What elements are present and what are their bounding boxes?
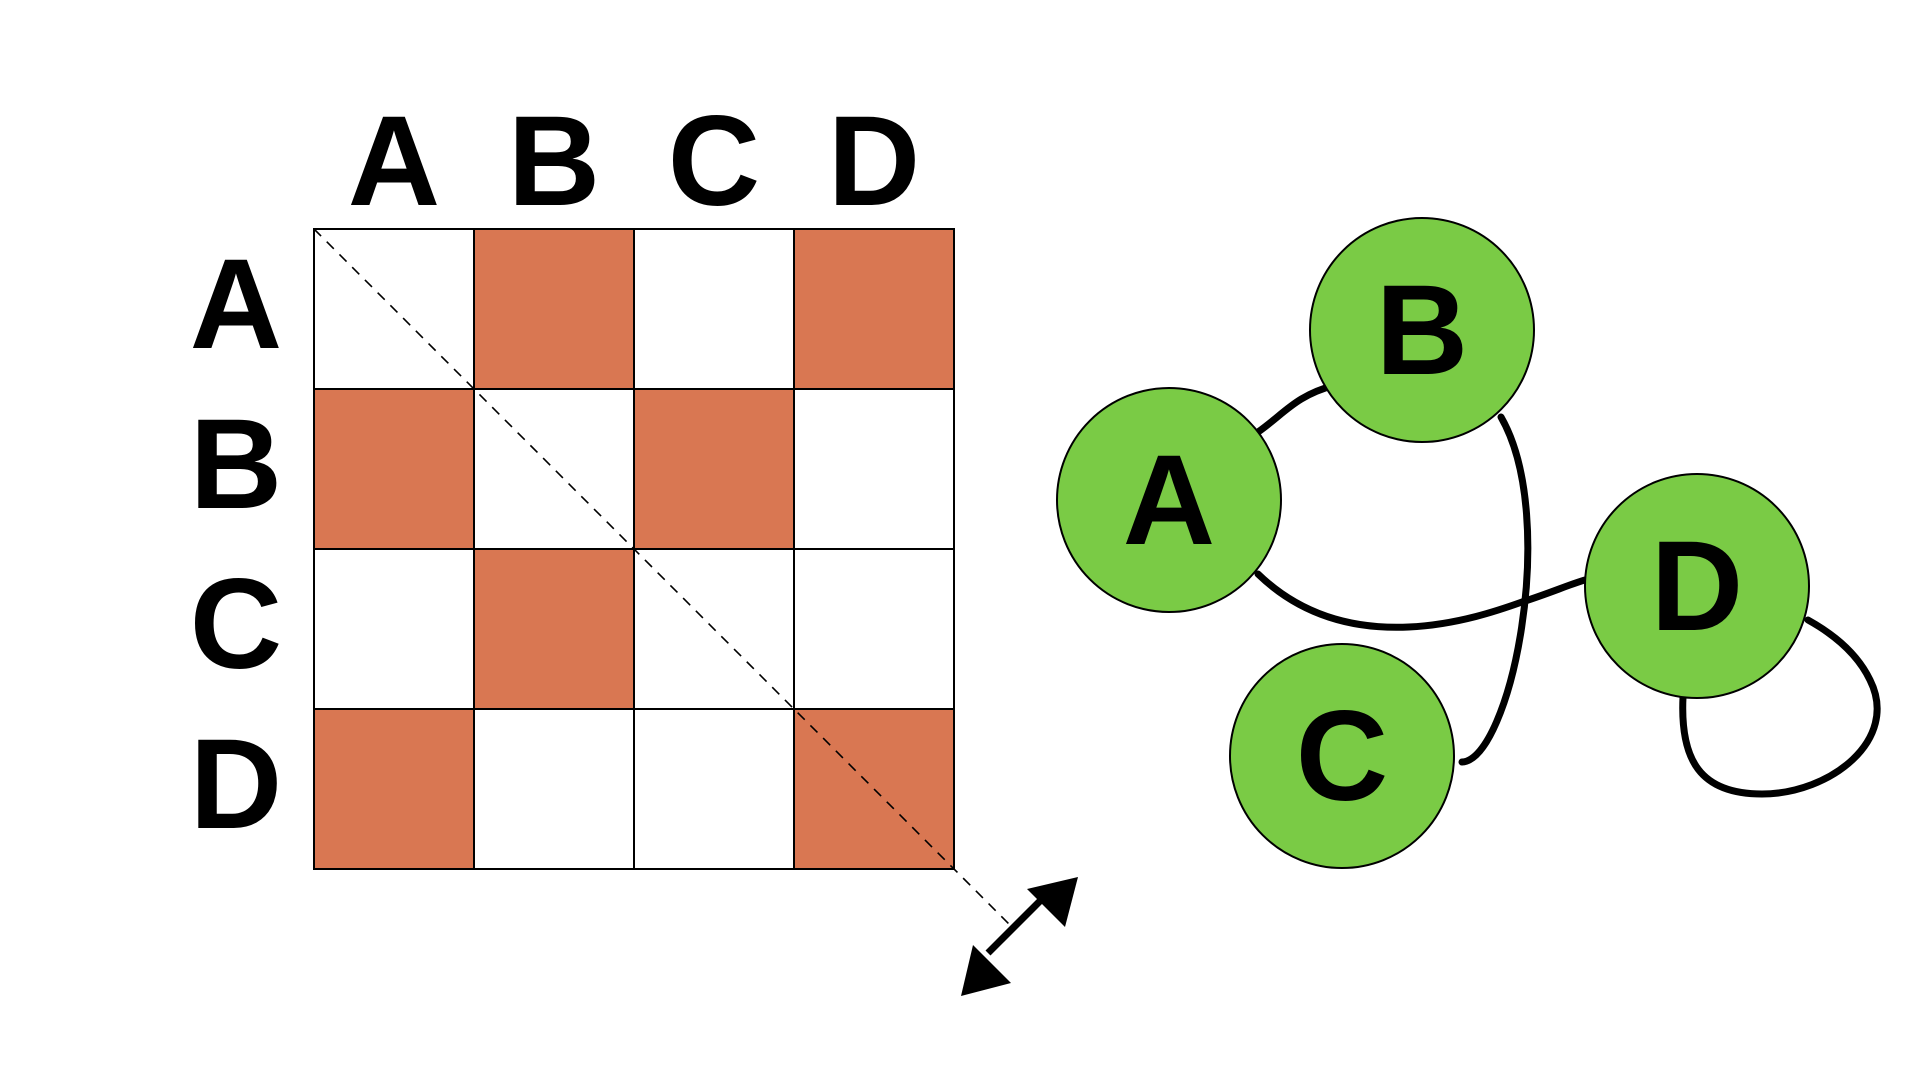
graph-edges: [1254, 381, 1881, 798]
node-label: D: [1651, 515, 1743, 658]
matrix-cell-b-d-empty: [793, 388, 955, 550]
diagonal-dashed-line: [313, 228, 1011, 926]
matrix-cell-a-b-filled: [473, 228, 635, 390]
matrix-cell-b-a-filled: [313, 388, 475, 550]
column-headers: A B C D: [348, 90, 920, 233]
column-label-d: D: [828, 90, 920, 233]
node-circle: [1584, 473, 1810, 699]
node-circle: [1229, 643, 1455, 869]
row-label-d: D: [190, 713, 282, 856]
edge-d-d-self-loop: [1679, 616, 1881, 798]
node-circle: [1309, 217, 1535, 443]
symmetry-double-arrow-icon: [961, 877, 1078, 996]
matrix-cell-a-c-empty: [633, 228, 795, 390]
node-label: C: [1296, 685, 1388, 828]
column-label-c: C: [668, 90, 760, 233]
row-label-b: B: [190, 393, 282, 536]
node-label: A: [1123, 429, 1215, 572]
matrix-cell-a-d-filled: [793, 228, 955, 390]
matrix-cell-c-b-filled: [473, 548, 635, 710]
row-headers: A B C D: [190, 233, 282, 856]
graph-node-c: C: [1229, 643, 1455, 869]
matrix-cell-d-c-empty: [633, 708, 795, 870]
edge-b-c: [1458, 413, 1532, 766]
graph-node-d: D: [1584, 473, 1810, 699]
column-label-a: A: [348, 90, 440, 233]
graph-node-a: A: [1056, 387, 1282, 613]
edge-a-b: [1254, 381, 1339, 436]
matrix-cell-d-b-empty: [473, 708, 635, 870]
row-label-a: A: [190, 233, 282, 376]
graph-diagram: A B C D: [1056, 217, 1881, 869]
matrix-cell-b-c-filled: [633, 388, 795, 550]
graph-node-b: B: [1309, 217, 1535, 443]
adjacency-matrix: A B C D A B C D: [190, 90, 1078, 996]
row-label-c: C: [190, 553, 282, 696]
node-circle: [1056, 387, 1282, 613]
node-label: B: [1376, 259, 1468, 402]
edge-a-d: [1254, 570, 1606, 631]
matrix-cell-c-d-empty: [793, 548, 955, 710]
column-label-b: B: [508, 90, 600, 233]
matrix-cell-c-a-empty: [313, 548, 475, 710]
matrix-cell-d-a-filled: [313, 708, 475, 870]
